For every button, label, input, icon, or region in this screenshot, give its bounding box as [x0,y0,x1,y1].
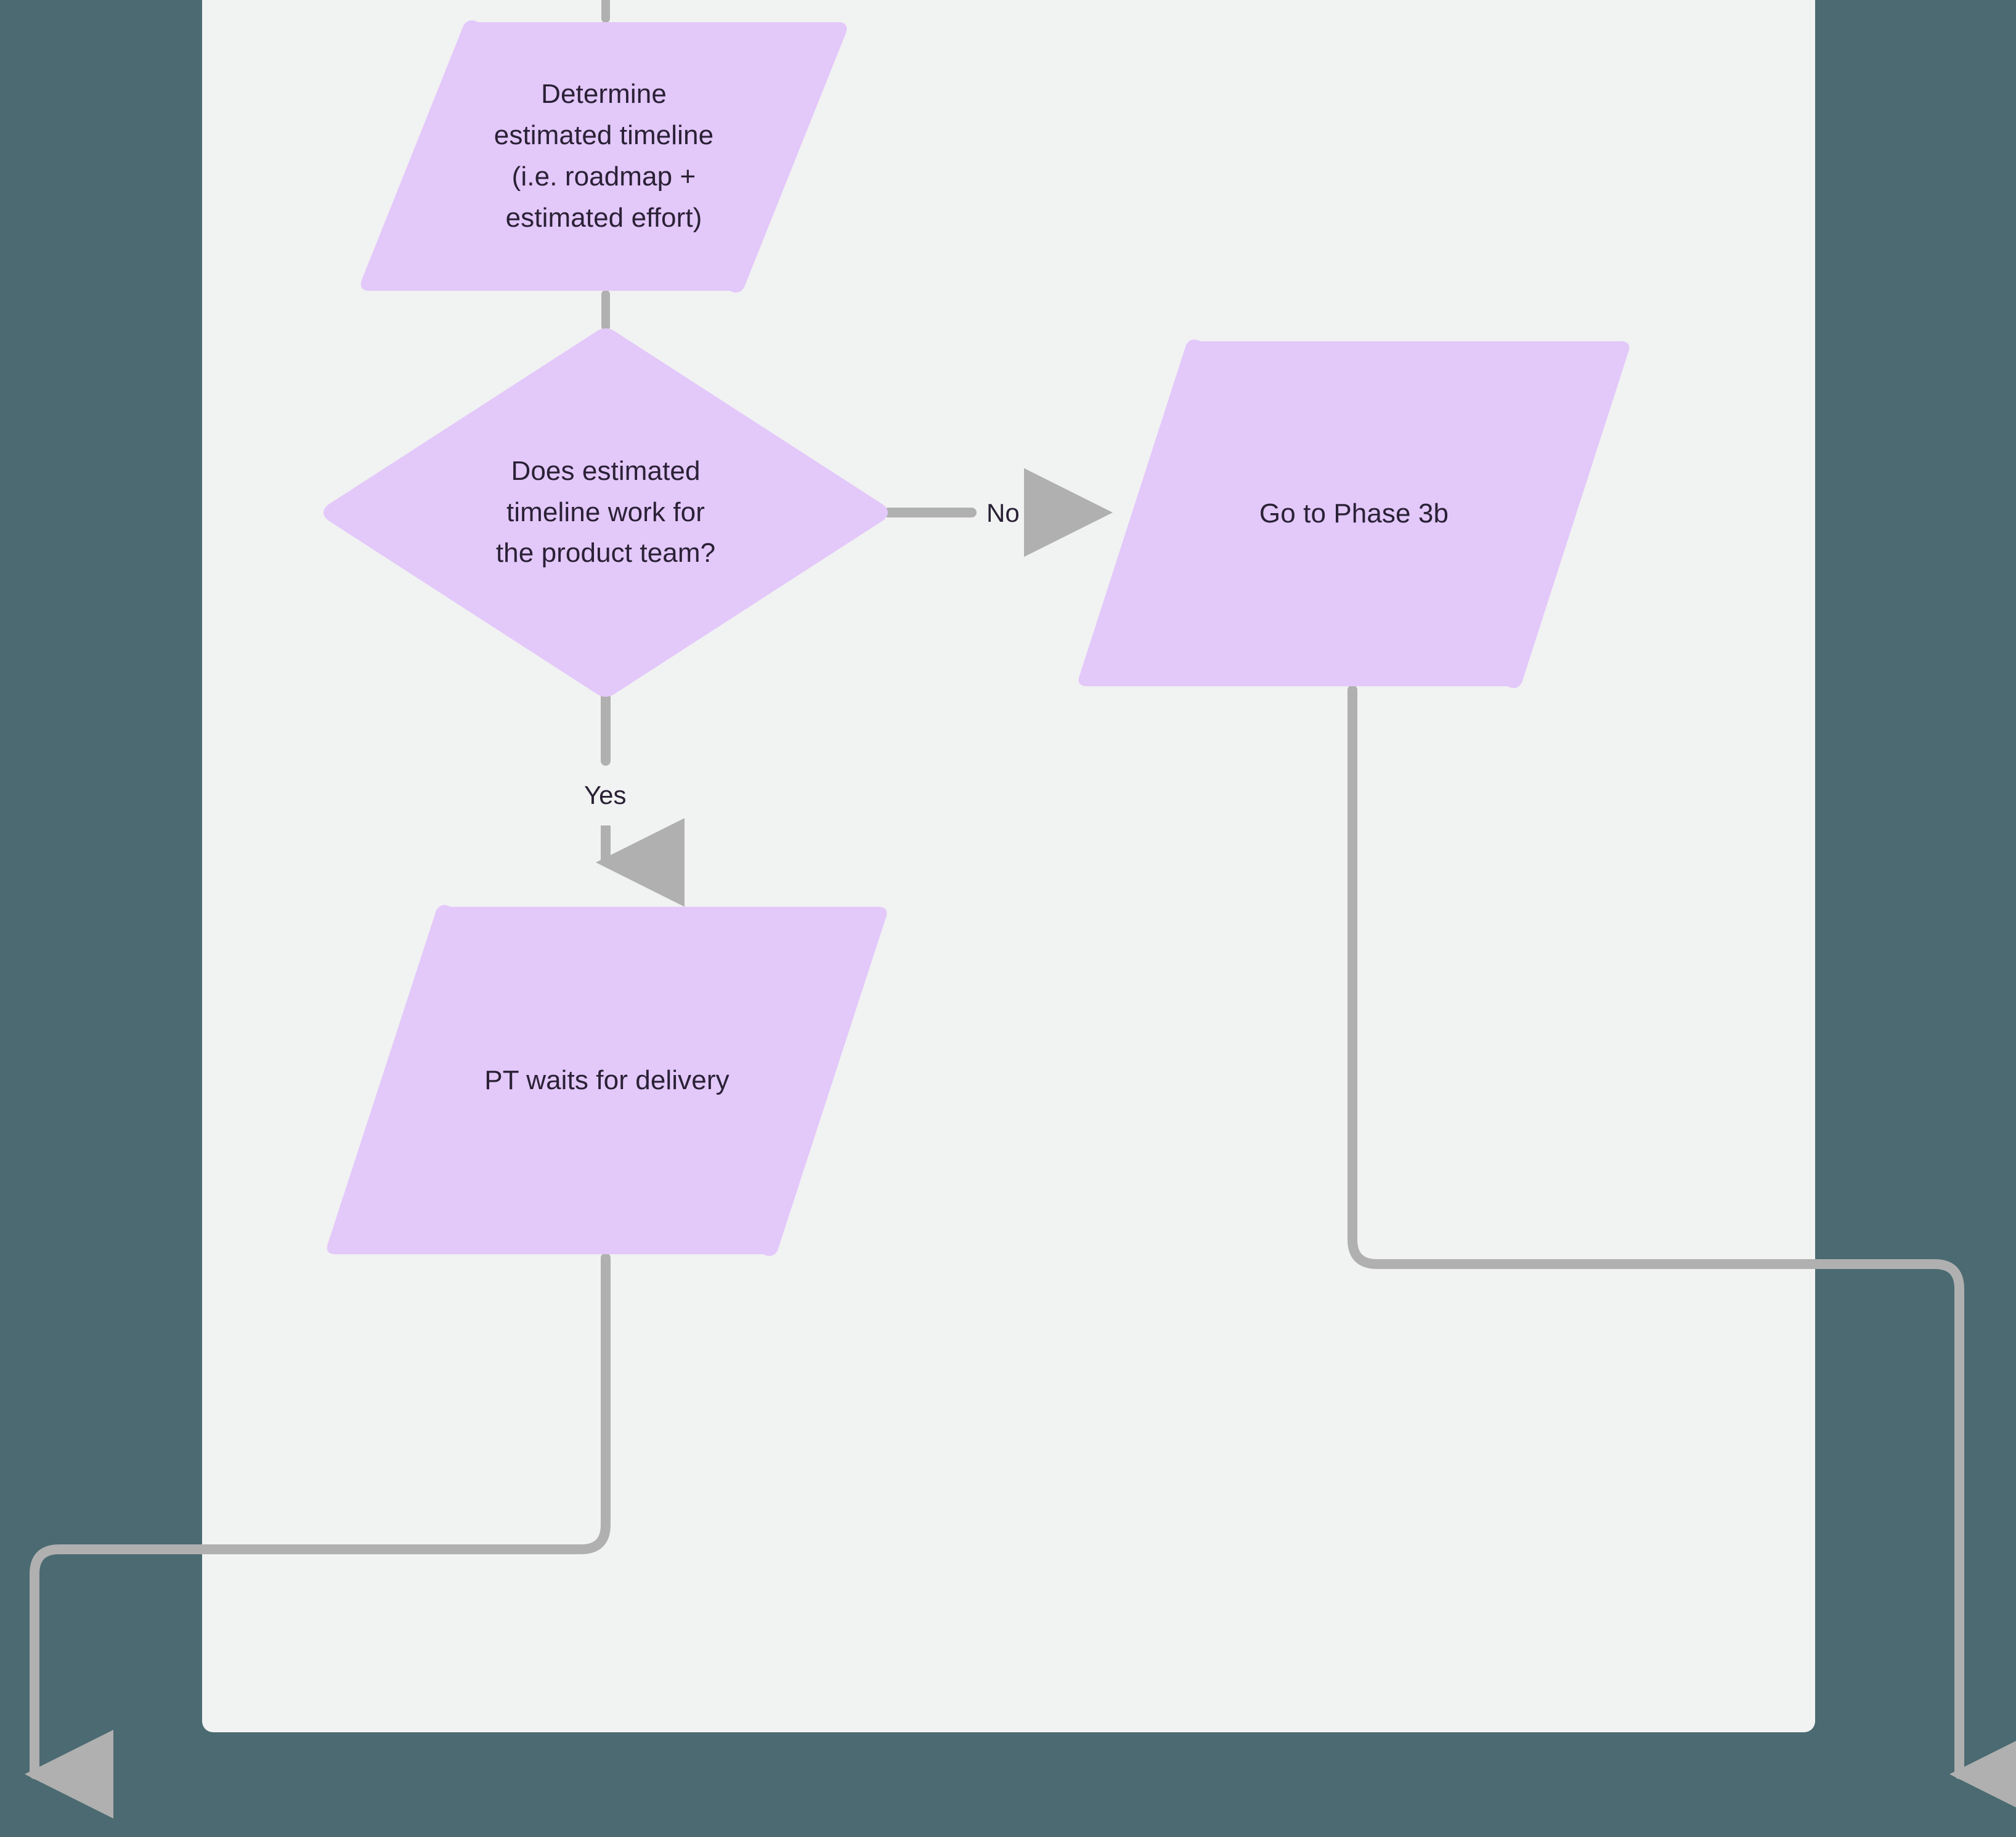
node-determine-timeline[interactable]: Determine estimated timeline (i.e. roadm… [357,17,850,296]
node-timeline-decision[interactable]: Does estimated timeline work for the pro… [323,328,888,697]
parallelogram-shape [1078,339,1630,688]
node-label: Go to Phase 3b [1259,498,1449,529]
connector-phase3b-out [1347,685,2016,1819]
parallelogram-shape [360,20,847,293]
parallelogram-shape [327,905,887,1256]
connector-pt-waits-out [25,1253,611,1819]
node-label: Does estimated timeline work for the pro… [495,455,716,569]
node-label: Determine estimated timeline (i.e. roadm… [494,79,714,233]
node-go-to-phase-3b[interactable]: Go to Phase 3b [1075,336,1633,691]
node-pt-waits-for-delivery[interactable]: PT waits for delivery [323,902,890,1259]
edge-label-no: No [986,498,1020,527]
edge-label-yes: Yes [584,781,627,809]
diamond-shape [323,328,888,697]
node-label: PT waits for delivery [484,1064,730,1095]
